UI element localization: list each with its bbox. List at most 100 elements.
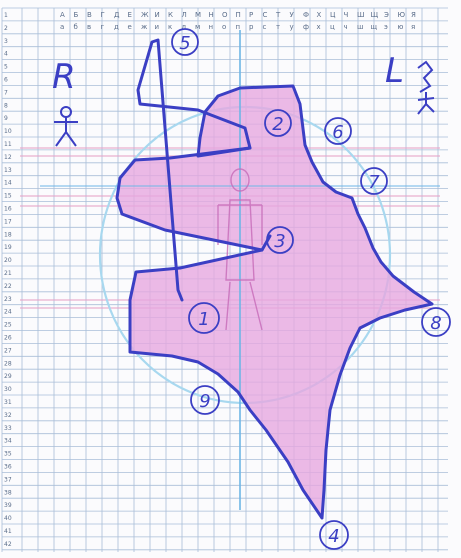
row-number: 36 [4, 464, 12, 471]
row-number: 14 [4, 180, 12, 187]
column-header-letter: Ш [357, 11, 365, 19]
column-header-letter: г [101, 23, 105, 31]
column-header-letter: Б [74, 11, 79, 19]
column-header-letter: Л [182, 11, 187, 19]
row-number: 26 [4, 335, 12, 342]
column-header-letter: ю [398, 23, 404, 31]
row-number: 28 [4, 360, 12, 367]
point-label-7: 7 [368, 172, 380, 193]
row-number: 32 [4, 412, 12, 419]
row-number: 6 [4, 77, 8, 84]
column-header-letter: б [74, 23, 78, 31]
column-header-letter: П [236, 11, 241, 19]
column-header-letter: Я [411, 11, 416, 19]
row-number: 18 [4, 231, 12, 238]
row-number: 41 [4, 528, 12, 535]
column-header-letter: Н [209, 11, 214, 19]
column-header-letter: р [249, 23, 254, 31]
row-number: 8 [4, 102, 8, 109]
row-number: 19 [4, 244, 12, 251]
row-number: 12 [4, 154, 12, 161]
column-header-letter: д [114, 23, 119, 31]
left-side-letter: L [385, 51, 404, 91]
row-number: 38 [4, 489, 12, 496]
column-header-letter: ж [141, 23, 148, 31]
row-number: 11 [4, 141, 12, 148]
column-header-letter: щ [371, 23, 378, 31]
row-number: 15 [4, 193, 12, 200]
row-number: 17 [4, 218, 12, 225]
row-number: 5 [4, 64, 8, 71]
column-header-letter: Ч [344, 11, 349, 19]
row-number: 37 [4, 476, 12, 483]
row-number: 27 [4, 347, 12, 354]
right-side-letter: R [52, 57, 76, 97]
column-header-letter: Ю [398, 11, 406, 19]
row-number: 40 [4, 515, 12, 522]
point-label-9: 9 [199, 391, 210, 412]
column-header-letter: И [155, 11, 160, 19]
row-number: 39 [4, 502, 12, 509]
column-header-letter: с [263, 23, 267, 31]
column-header-letter: к [168, 23, 172, 31]
point-label-2: 2 [272, 114, 283, 135]
column-header-letter: и [155, 23, 160, 31]
point-label-5: 5 [179, 33, 190, 54]
column-header-letter: Е [128, 11, 132, 19]
column-header-letter: С [263, 11, 268, 19]
row-number: 20 [4, 257, 12, 264]
point-label-6: 6 [332, 122, 343, 143]
row-number: 25 [4, 322, 12, 329]
column-header-letter: ф [303, 23, 309, 31]
row-number: 3 [4, 38, 8, 45]
column-header-letter: Г [101, 11, 105, 19]
column-header-letter: н [209, 23, 214, 31]
column-header-letter: е [128, 23, 132, 31]
column-header-letter: ц [330, 23, 335, 31]
column-header-letter: Ц [330, 11, 336, 19]
column-header-letter: К [168, 11, 173, 19]
column-header-letter: ч [344, 23, 348, 31]
column-header-letter: A [60, 11, 65, 19]
row-number: 2 [4, 25, 8, 32]
row-number: 31 [4, 399, 12, 406]
column-header-letter: э [384, 23, 388, 31]
row-number: 22 [4, 283, 12, 290]
column-header-letter: а [60, 23, 64, 31]
column-header-letter: в [87, 23, 91, 31]
column-header-letter: В [87, 11, 92, 19]
row-number: 35 [4, 451, 12, 458]
column-header-letter: м [195, 23, 200, 31]
row-number: 21 [4, 270, 12, 277]
row-number: 29 [4, 373, 12, 380]
column-header-letter: У [290, 11, 295, 19]
column-header-letter: О [222, 11, 228, 19]
row-number: 9 [4, 115, 8, 122]
row-number: 10 [4, 128, 12, 135]
row-number: 33 [4, 425, 12, 432]
column-header-letter: Р [249, 11, 253, 19]
column-header-letter: я [411, 23, 415, 31]
column-header-letter: о [222, 23, 226, 31]
row-number: 4 [4, 51, 8, 58]
row-number: 7 [4, 89, 8, 96]
row-number: 30 [4, 386, 12, 393]
column-header-letter: Х [317, 11, 322, 19]
row-number: 16 [4, 206, 12, 213]
column-header-letter: п [236, 23, 241, 31]
row-number: 23 [4, 296, 12, 303]
point-label-4: 4 [328, 526, 339, 547]
column-header-letter: Ф [303, 11, 309, 19]
column-header-letter: Щ [371, 11, 379, 19]
column-header-letter: Э [384, 11, 389, 19]
point-label-8: 8 [430, 313, 441, 334]
column-header-letter: М [195, 11, 201, 19]
column-header-letter: у [290, 23, 294, 31]
column-header-letter: т [276, 23, 280, 31]
point-label-1: 1 [198, 309, 209, 330]
column-header-letter: Т [275, 11, 281, 19]
row-number: 13 [4, 167, 12, 174]
column-header-letter: х [317, 23, 321, 31]
row-number: 42 [4, 541, 12, 548]
